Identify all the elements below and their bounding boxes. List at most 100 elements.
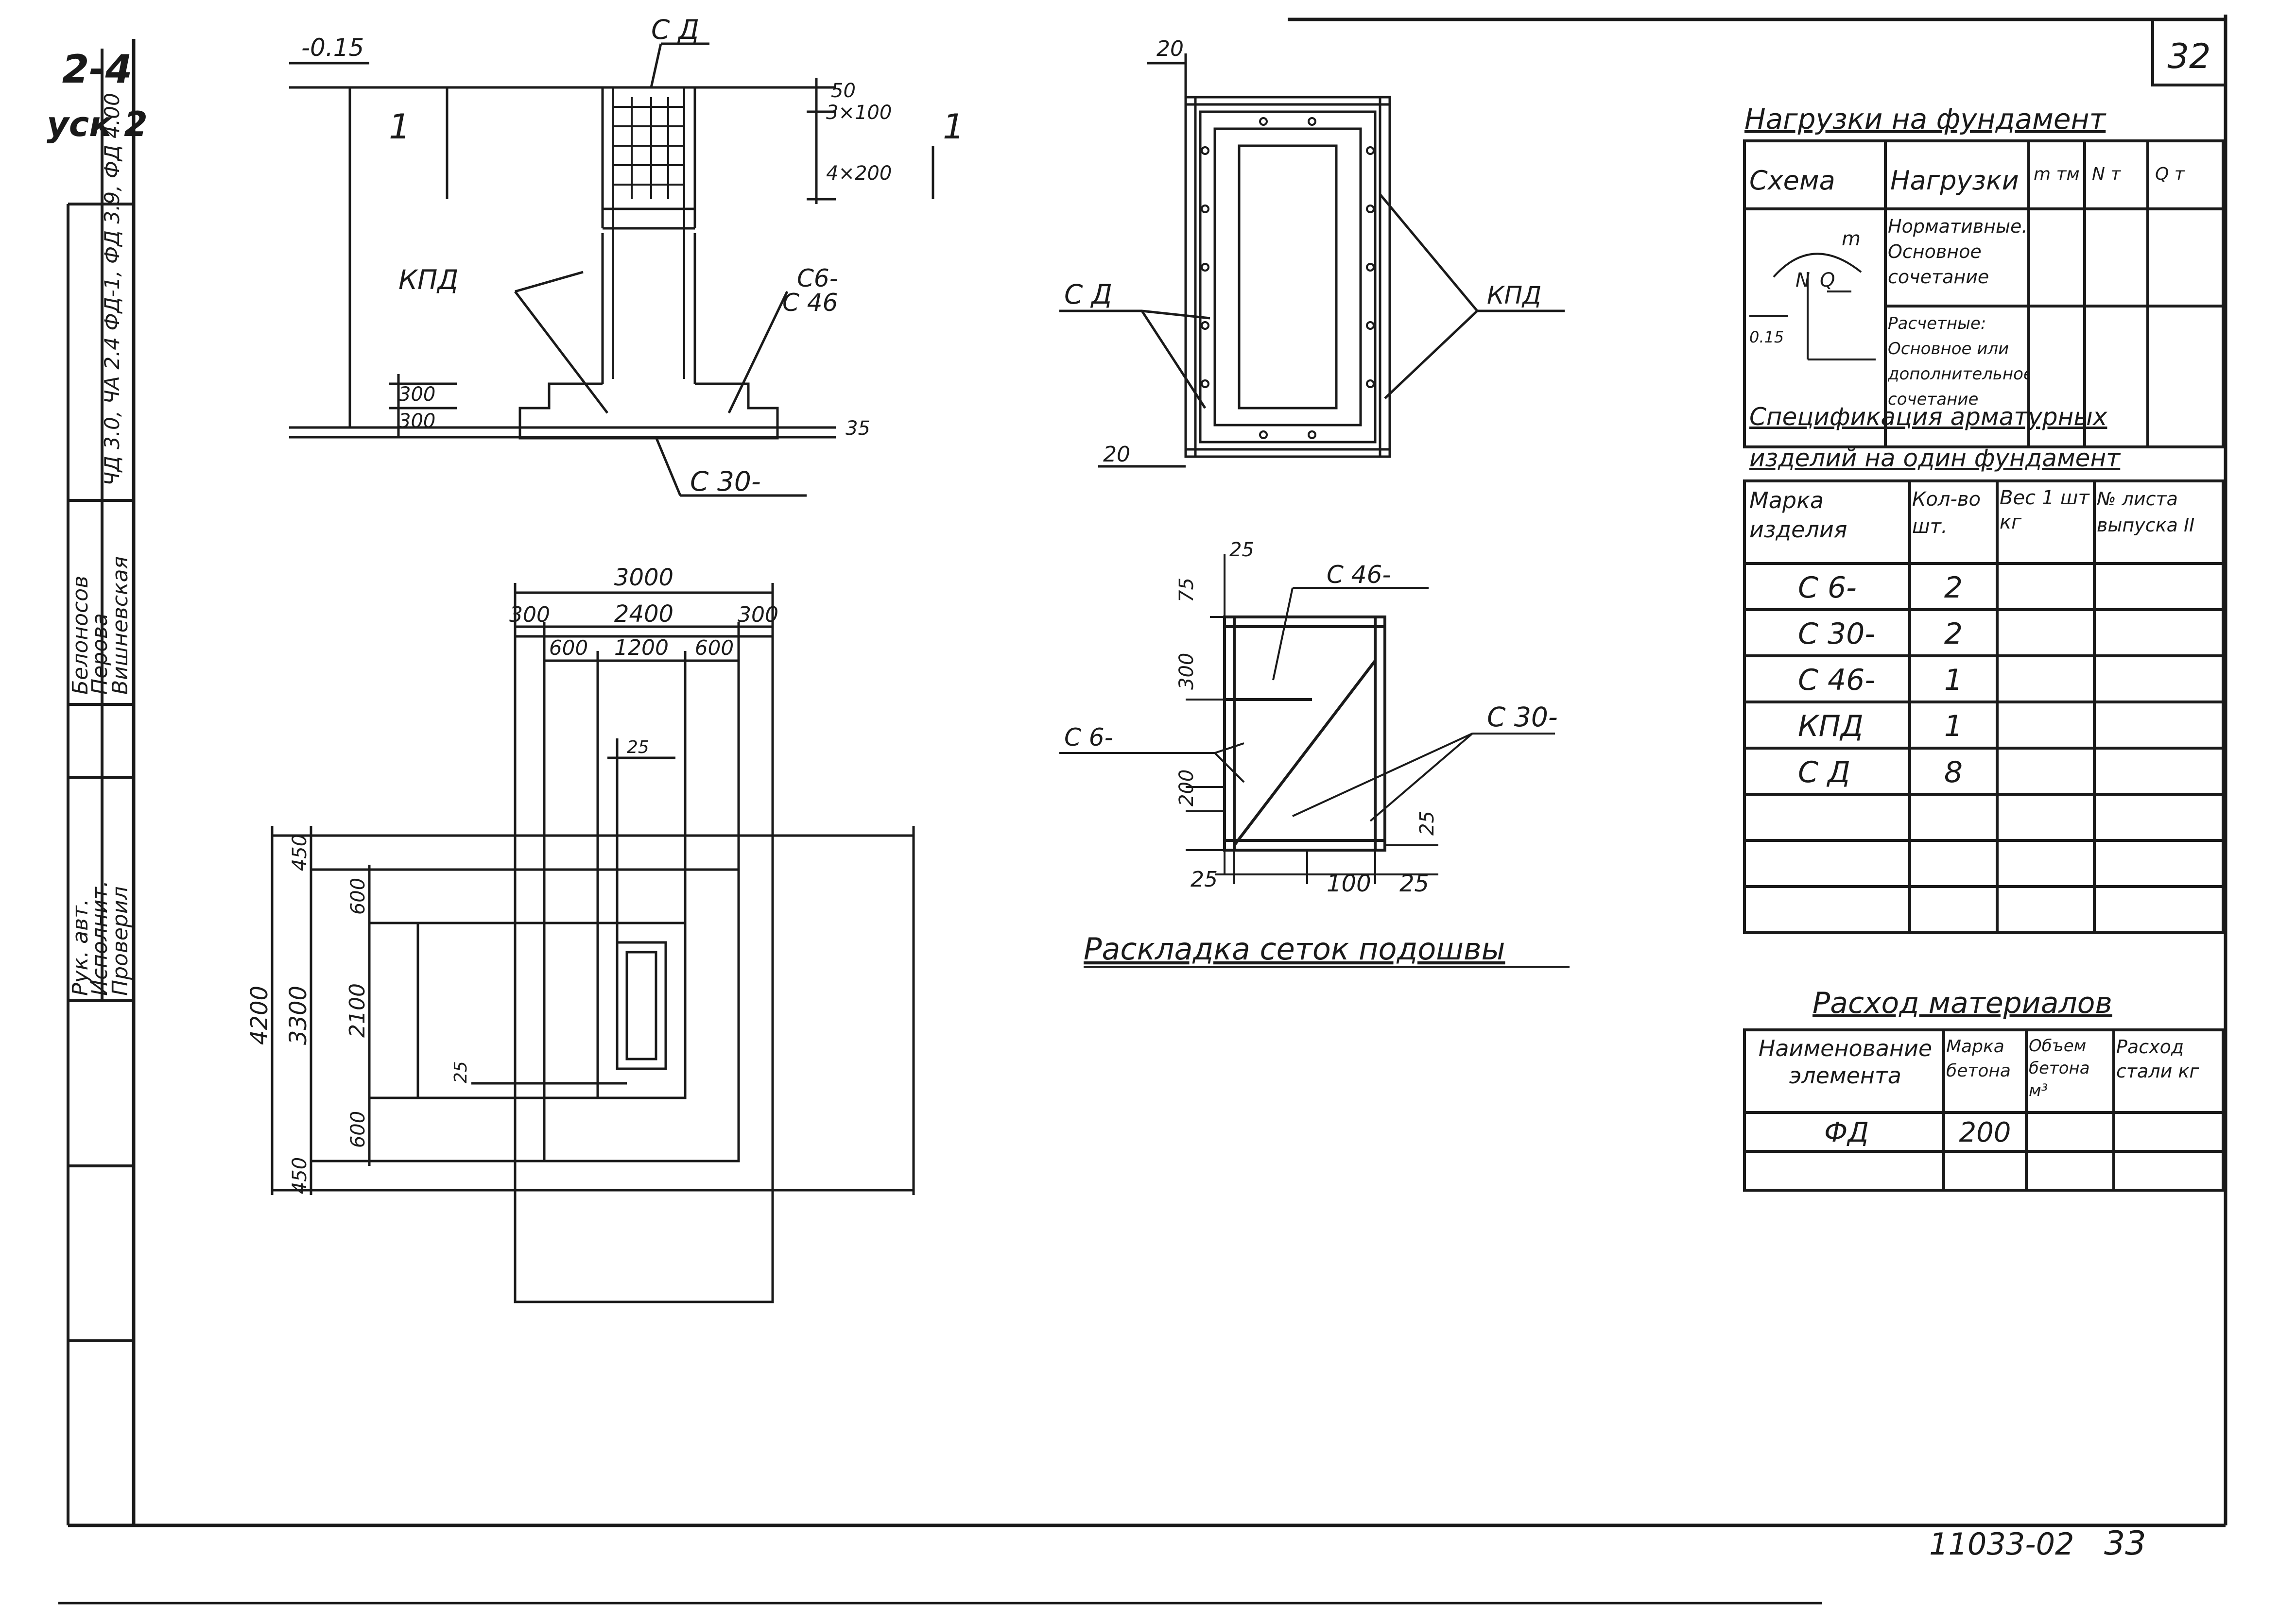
spec-head-qty: Кол-во шт. [1912,488,1981,538]
dim-spacing-1: 3×100 [826,102,892,124]
spec-head-sheet: № листа выпуска II [2097,488,2195,536]
spec-row-qty: 1 [1944,709,1963,743]
dim-h-inner-mid: 2100 [345,983,370,1038]
mesh-dim-top-left: 75 [1175,578,1198,602]
spec-row-mark: КПД [1798,709,1864,743]
dim-h-outer-top: 450 [289,834,311,871]
spec-head-mark: Марка изделия [1749,487,1847,543]
spec-row-mark: С Д [1798,755,1850,789]
mesh-c6-callout: С 6- [1064,723,1113,752]
role-checker: Проверил [108,886,133,996]
mesh-c30-callout: С 30- [1487,701,1558,733]
kpd-callout: КПД [398,264,458,295]
mesh-dim-right: 25 [1416,811,1438,836]
loads-head-q: Q т [2155,164,2185,184]
name-checker: Вишневская [108,556,133,695]
spec-row-qty: 2 [1944,617,1963,651]
loads-table-title: Нагрузки на фундамент [1744,103,2107,136]
loads-row-normative: Нормативные. Основное сочетание [1888,216,2028,288]
dim-h-outer-bottom: 450 [289,1157,311,1194]
loads-head-scheme: Схема [1749,165,1835,196]
c6-callout: С6- [797,264,838,292]
rebar-top-dim: 20 [1157,36,1184,61]
mesh-dim-low-left: 200 [1175,769,1198,806]
section-view: -0.15 1 1 С Д КПД С6- С 46 С 30- 50 3×10… [289,14,965,497]
spec-table: Спецификация арматурных изделий на один … [1743,403,2225,934]
dim-step-1: 300 [398,383,435,406]
role-head: Рук. авт. [68,899,93,996]
scheme-m: m [1842,228,1861,250]
name-executor: Перова [87,613,112,695]
mesh-caption: Раскладка сеток подошвы [1084,931,1505,967]
dim-w-outer-left: 300 [509,602,550,627]
title-strip: 2-4 уск 2 ЧД 3.0, ЧА 2.4 ФД-1, ФД 3.9, Ф… [47,47,148,1525]
dim-w-inner-left: 600 [549,636,588,660]
page-number: 32 [2167,36,2210,76]
dim-cover: 35 [846,417,870,440]
loads-head-m: m тм [2034,164,2080,184]
dim-width-total: 3000 [614,564,673,591]
materials-table: Расход материалов Наименование элемента … [1743,986,2225,1192]
dim-w-mid: 2400 [614,600,673,628]
dim-w-inner-right: 600 [695,636,734,660]
dim-step-2: 300 [398,410,435,432]
c30-callout: С 30- [690,466,761,497]
name-head: Белоносов [68,576,93,695]
dim-inset-bottom: 25 [451,1061,471,1083]
scheme-diagram [1749,253,1876,360]
loads-head-loads: Нагрузки [1890,165,2019,196]
spec-title-1: Спецификация арматурных [1749,403,2107,431]
sheet-frame [58,15,2227,1605]
mesh-dim-bottom-left: 25 [1191,867,1218,892]
section-mark-right: 1 [943,107,965,147]
rebar-view: 20 20 С Д КПД [1059,36,1565,468]
page-number-box: 32 [2151,18,2227,86]
scheme-q: Q [1820,269,1835,291]
materials-title: Расход материалов [1813,986,2112,1020]
materials-head-grade: Марка бетона [1946,1037,2011,1081]
mesh-layout: Раскладка сеток подошвы С 46- С 6- С 30-… [1059,539,1570,968]
cd-callout: С Д [651,14,699,45]
dim-h-mid: 3300 [285,986,312,1045]
dim-spacing-2: 4×200 [826,162,892,185]
c46-callout: С 46 [782,289,838,317]
doc-code: 11033-02 [1929,1526,2074,1562]
materials-head-name: Наименование элемента [1758,1035,1933,1089]
scheme-level: 0.15 [1749,328,1784,346]
dim-height-total: 4200 [246,986,273,1045]
doc-page: 33 [2104,1524,2146,1563]
spec-head-weight: Вес 1 шт кг [2000,487,2089,533]
mesh-dim-bottom-mid: 100 [1327,870,1371,897]
level-mark: -0.15 [301,34,364,62]
materials-head-volume: Объем бетона м³ [2029,1036,2090,1100]
materials-head-steel: Расход стали кг [2116,1036,2199,1082]
designation-text: ЧД 3.0, ЧА 2.4 ФД-1, ФД 3.9, ФД 4.00 [100,93,124,486]
rebar-bottom-dim: 20 [1103,442,1130,467]
mesh-c46-callout: С 46- [1327,561,1391,589]
dim-w-inner-mid: 1200 [614,635,669,660]
rebar-kpd-callout: КПД [1487,281,1541,309]
materials-row-grade: 200 [1959,1117,2011,1148]
rebar-holes [1201,117,1375,439]
loads-table: Нагрузки на фундамент Схема Нагрузки m т… [1743,103,2225,448]
section-mark-left: 1 [389,107,411,147]
mesh-dim-bottom-right: 25 [1399,870,1429,897]
mesh-dim-top: 25 [1229,539,1254,561]
rebar-cd-callout: С Д [1064,279,1112,310]
dim-h-inner-bottom: 600 [347,1111,369,1148]
spec-row-mark: С 46- [1798,663,1875,697]
materials-row-name: ФД [1824,1117,1869,1148]
spec-row-qty: 1 [1944,663,1963,697]
role-executor: Исполнит. [87,880,112,996]
spec-row-qty: 2 [1944,571,1963,605]
dim-h-inner-top: 600 [347,878,369,915]
scheme-n: N [1795,269,1810,291]
spec-row-mark: С 30- [1798,617,1875,651]
spec-title-2: изделий на один фундамент [1749,444,2121,472]
spec-row-mark: С 6- [1798,571,1857,605]
loads-row-design: Расчетные: Основное или дополнительное с… [1888,314,2029,409]
loads-head-n: N т [2092,164,2121,184]
dim-inset-top: 25 [627,737,649,757]
series-label: 2-4 [62,47,133,92]
